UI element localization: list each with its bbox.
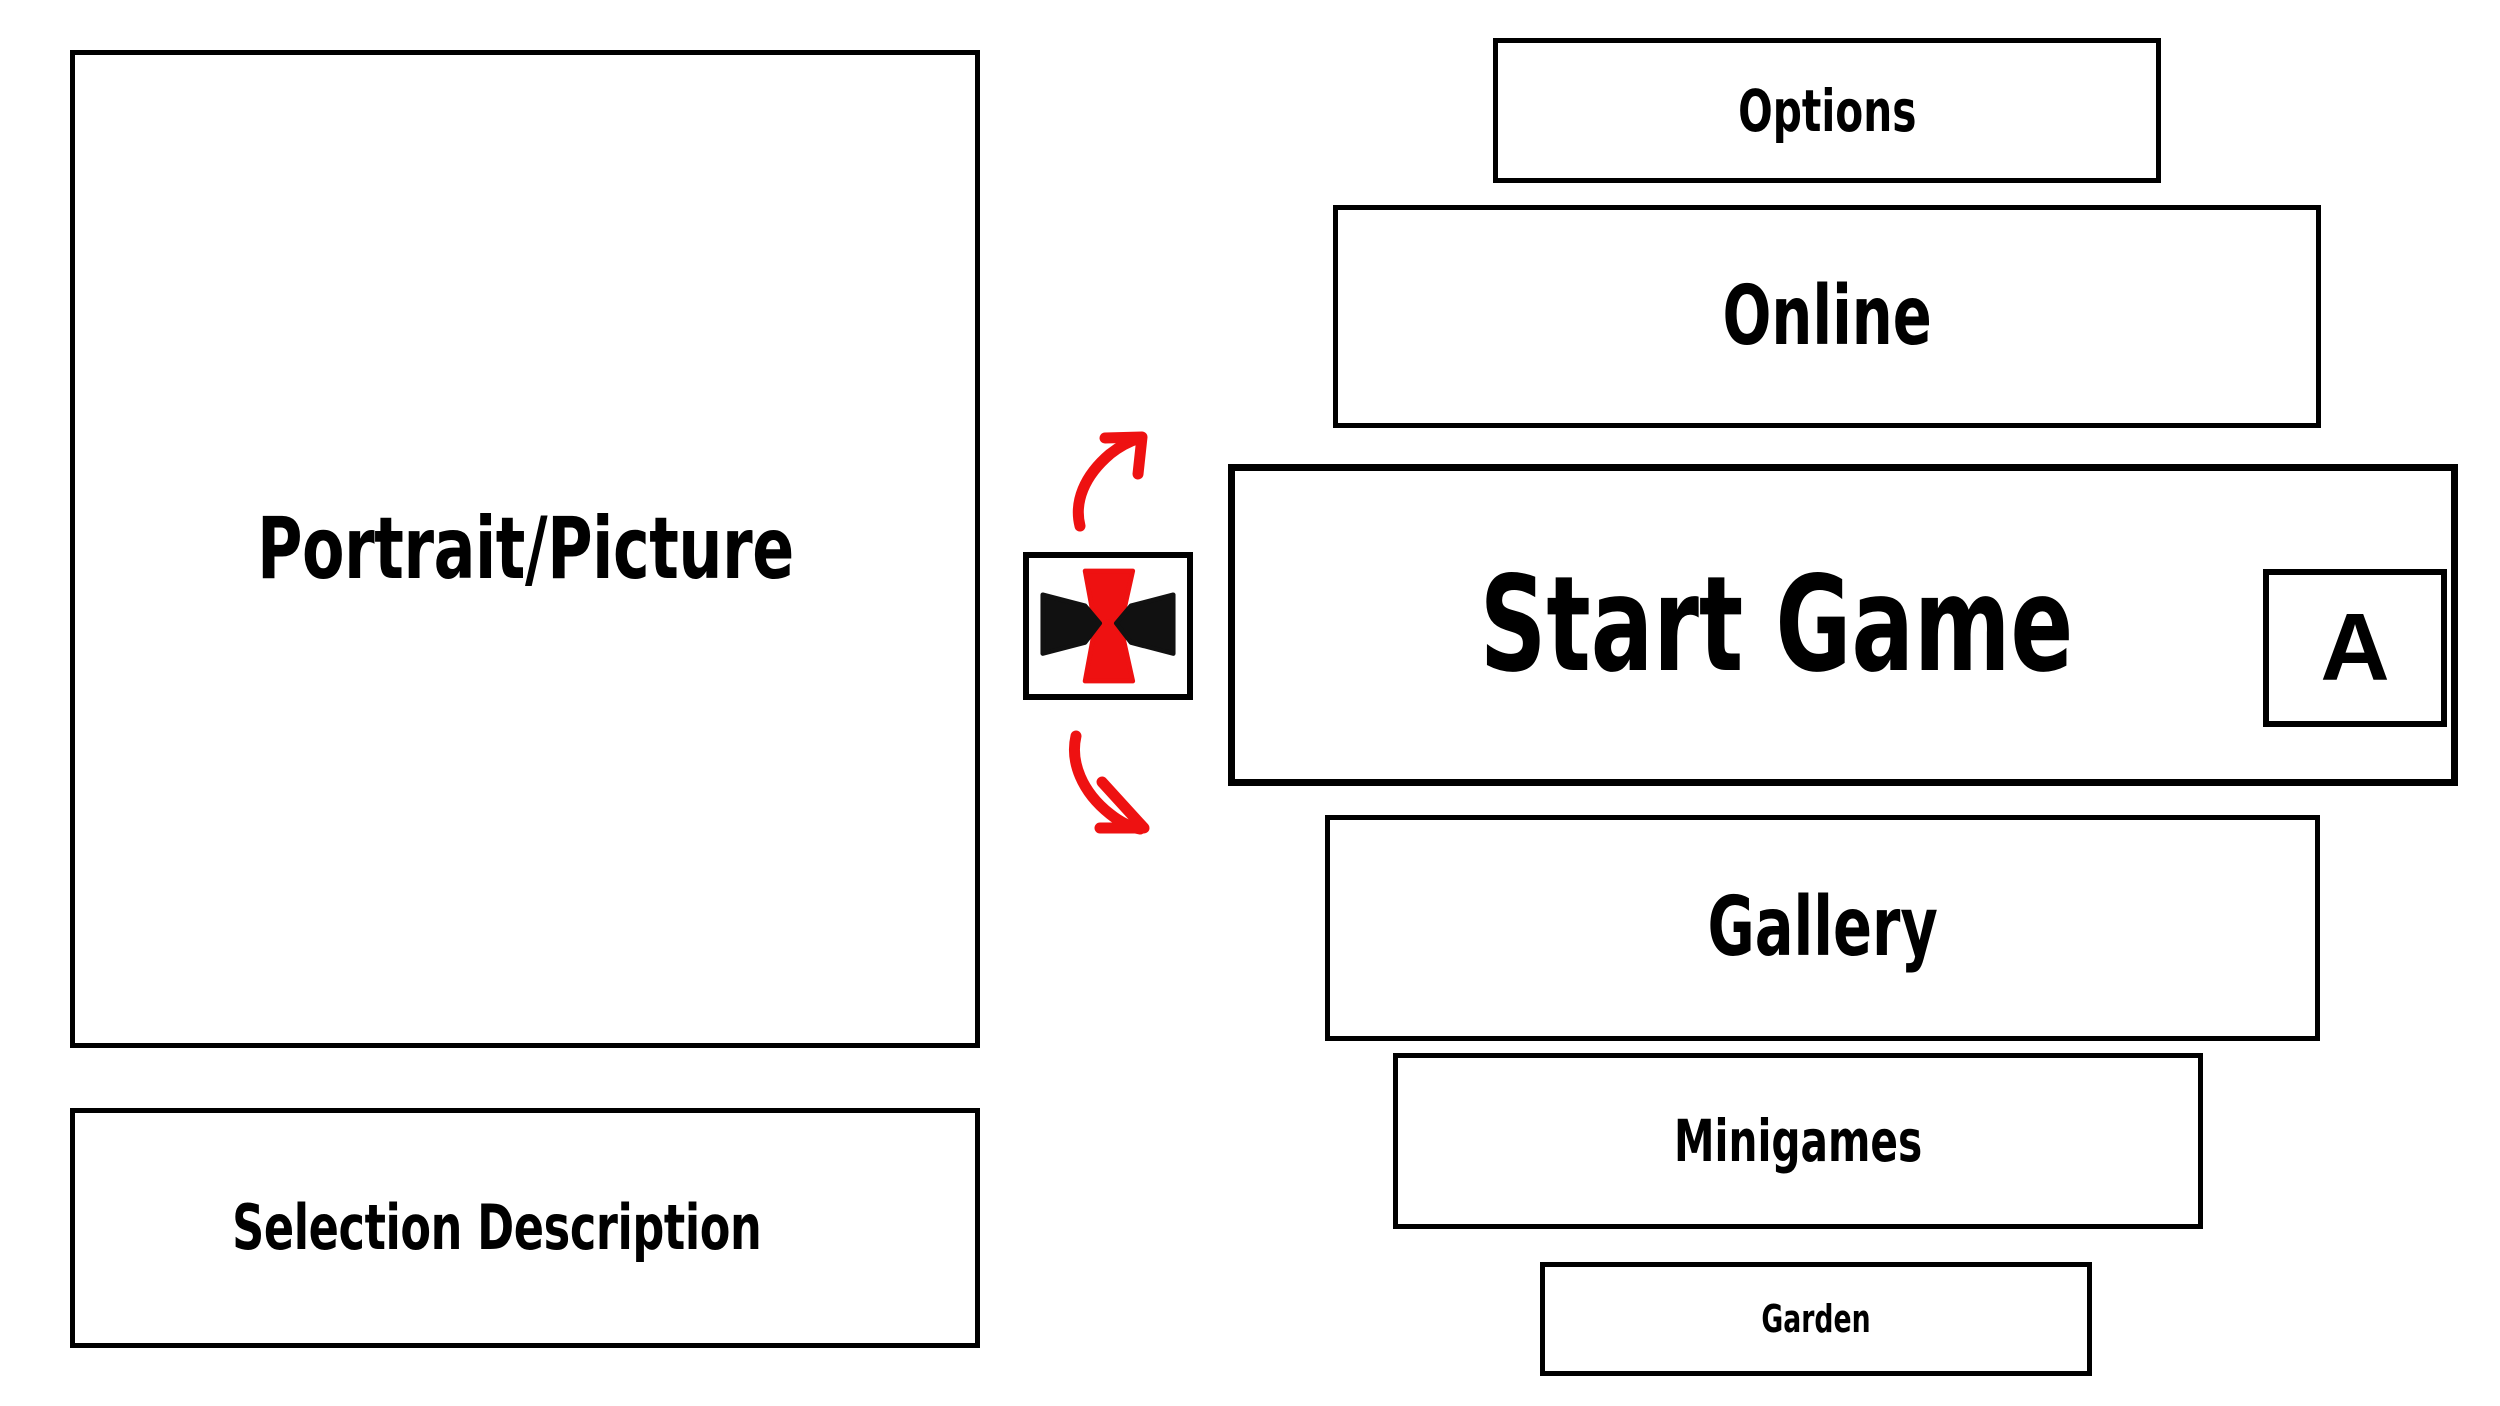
dpad-right-wedge (1113, 592, 1176, 656)
menu-item-online-label: Online (1722, 268, 1932, 364)
menu-item-garden[interactable]: Garden (1540, 1262, 2092, 1376)
menu-item-minigames[interactable]: Minigames (1393, 1053, 2203, 1229)
menu-item-gallery-label: Gallery (1707, 880, 1938, 975)
dpad-navigation-cluster (1000, 410, 1220, 850)
dpad-icon[interactable] (1023, 552, 1193, 700)
portrait-picture-label: Portrait/Picture (256, 499, 794, 599)
button-prompt-a-glyph: A (2320, 594, 2390, 701)
dpad-down-wedge (1082, 619, 1136, 684)
menu-item-online[interactable]: Online (1333, 205, 2321, 428)
menu-item-options-label: Options (1737, 76, 1917, 145)
selection-description-label: Selection Description (232, 1191, 762, 1264)
menu-item-gallery[interactable]: Gallery (1325, 815, 2320, 1041)
menu-item-start-game[interactable]: Start Game A (1228, 464, 2458, 786)
portrait-picture-panel: Portrait/Picture (70, 50, 980, 1048)
curved-arrow-up-icon (1058, 428, 1168, 538)
main-menu-list: Options Online Start Game A Gallery Mini… (1190, 0, 2500, 1406)
menu-item-minigames-label: Minigames (1673, 1107, 1923, 1175)
dpad-left-wedge (1040, 592, 1103, 656)
button-prompt-a[interactable]: A (2263, 569, 2447, 727)
curved-arrow-down-icon (1058, 728, 1168, 838)
menu-item-options[interactable]: Options (1493, 38, 2161, 183)
selection-description-panel: Selection Description (70, 1108, 980, 1348)
menu-item-start-game-label: Start Game (1479, 548, 2073, 702)
menu-item-garden-label: Garden (1761, 1297, 1871, 1341)
